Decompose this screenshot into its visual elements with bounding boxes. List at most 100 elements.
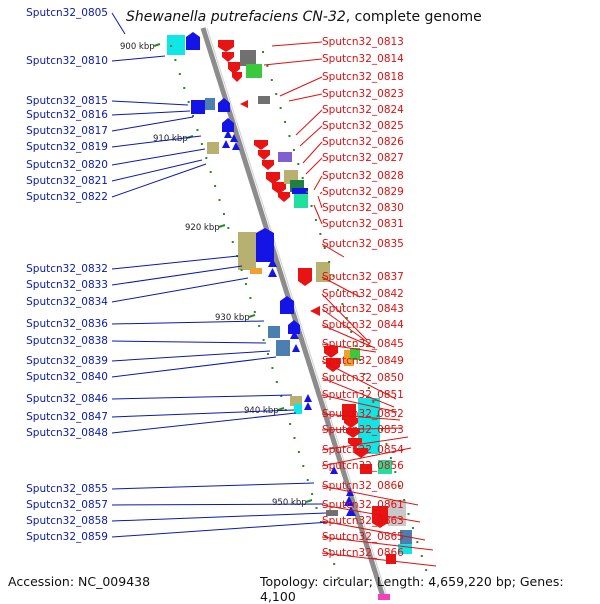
ring-dot-inner — [319, 233, 322, 235]
right-gene-leader-line — [295, 109, 323, 136]
right-gene-label[interactable]: Sputcn32_0830 — [322, 202, 404, 214]
right-gene-leader-line — [271, 41, 323, 47]
kbp-tick-label: 950 kbp — [272, 498, 307, 508]
gene-arrow — [186, 32, 200, 50]
homology-block — [294, 404, 302, 414]
left-gene-label[interactable]: Sputcn32_0846 — [26, 393, 108, 405]
right-gene-label[interactable]: Sputcn32_0843 — [322, 303, 404, 315]
right-gene-label[interactable]: Sputcn32_0854 — [322, 444, 404, 456]
right-gene-label[interactable]: Sputcn32_0852 — [322, 408, 404, 420]
right-gene-label[interactable]: Sputcn32_0860 — [322, 480, 404, 492]
right-gene-label[interactable]: Sputcn32_0866 — [322, 547, 404, 559]
right-gene-label[interactable]: Sputcn32_0826 — [322, 136, 404, 148]
ring-dot-inner — [420, 555, 423, 557]
left-gene-leader-line — [111, 521, 331, 538]
homology-block — [360, 464, 372, 474]
right-gene-leader-line — [321, 520, 426, 541]
right-gene-leader-line — [321, 504, 421, 523]
gene-arrow-small — [222, 140, 230, 148]
right-gene-label[interactable]: Sputcn32_0842 — [322, 288, 404, 300]
gene-arrow-small — [240, 100, 248, 108]
left-gene-label[interactable]: Sputcn32_0810 — [26, 55, 108, 67]
right-gene-label[interactable]: Sputcn32_0828 — [322, 170, 404, 182]
left-gene-label[interactable]: Sputcn32_0816 — [26, 109, 108, 121]
left-gene-label[interactable]: Sputcn32_0859 — [26, 531, 108, 543]
right-gene-label[interactable]: Sputcn32_0850 — [322, 372, 404, 384]
ring-dot-outer — [187, 101, 190, 103]
left-gene-label[interactable]: Sputcn32_0833 — [26, 279, 108, 291]
left-gene-label[interactable]: Sputcn32_0847 — [26, 411, 108, 423]
ring-dot-inner — [310, 205, 313, 207]
ring-dot-inner — [394, 471, 397, 473]
right-gene-label[interactable]: Sputcn32_0865 — [322, 531, 404, 543]
right-gene-label[interactable]: Sputcn32_0835 — [322, 238, 404, 250]
right-gene-leader-line — [313, 175, 323, 191]
homology-block — [258, 96, 270, 104]
homology-block — [276, 340, 290, 356]
ring-dot-inner — [314, 219, 317, 221]
ring-dot-inner — [323, 247, 326, 249]
left-gene-label[interactable]: Sputcn32_0805 — [26, 7, 108, 19]
left-gene-label[interactable]: Sputcn32_0839 — [26, 355, 108, 367]
right-gene-leader-line — [321, 324, 376, 349]
ring-dot-outer — [297, 451, 300, 453]
homology-block — [207, 142, 219, 154]
ring-dot-outer — [324, 535, 327, 537]
ring-dot-inner — [372, 401, 375, 403]
accession-text: Accession: NC_009438 — [8, 574, 151, 589]
left-gene-label[interactable]: Sputcn32_0817 — [26, 125, 108, 137]
right-gene-label[interactable]: Sputcn32_0844 — [322, 319, 404, 331]
left-gene-label[interactable]: Sputcn32_0820 — [26, 159, 108, 171]
left-gene-label[interactable]: Sputcn32_0855 — [26, 483, 108, 495]
homology-block — [294, 192, 308, 208]
right-gene-label[interactable]: Sputcn32_0853 — [322, 424, 404, 436]
right-gene-label[interactable]: Sputcn32_0851 — [322, 389, 404, 401]
ring-dot-outer — [174, 59, 177, 61]
right-gene-label[interactable]: Sputcn32_0825 — [322, 120, 404, 132]
ring-dot-inner — [341, 303, 344, 305]
right-gene-label[interactable]: Sputcn32_0827 — [322, 152, 404, 164]
right-gene-leader-line — [321, 447, 412, 467]
gene-arrow — [256, 228, 274, 262]
right-gene-label[interactable]: Sputcn32_0849 — [322, 355, 404, 367]
organism-name: Shewanella putrefaciens CN-32 — [126, 9, 346, 25]
right-gene-leader-line — [321, 413, 401, 421]
right-gene-label[interactable]: Sputcn32_0863 — [322, 515, 404, 527]
right-gene-label[interactable]: Sputcn32_0829 — [322, 186, 404, 198]
left-gene-label[interactable]: Sputcn32_0836 — [26, 318, 108, 330]
ring-dot-inner — [345, 317, 348, 319]
homology-block — [350, 348, 360, 360]
right-gene-label[interactable]: Sputcn32_0814 — [322, 53, 404, 65]
right-gene-label[interactable]: Sputcn32_0856 — [322, 460, 404, 472]
left-gene-label[interactable]: Sputcn32_0815 — [26, 95, 108, 107]
left-gene-label[interactable]: Sputcn32_0838 — [26, 335, 108, 347]
right-gene-label[interactable]: Sputcn32_0823 — [322, 88, 404, 100]
genome-title: Shewanella putrefaciens CN-32, complete … — [126, 9, 482, 25]
left-gene-label[interactable]: Sputcn32_0832 — [26, 263, 108, 275]
left-gene-label[interactable]: Sputcn32_0819 — [26, 141, 108, 153]
left-gene-label[interactable]: Sputcn32_0840 — [26, 371, 108, 383]
left-gene-label[interactable]: Sputcn32_0822 — [26, 191, 108, 203]
gene-arrow — [218, 98, 230, 112]
right-gene-label[interactable]: Sputcn32_0818 — [322, 71, 404, 83]
right-gene-label[interactable]: Sputcn32_0831 — [322, 218, 404, 230]
ring-dot-outer — [231, 241, 234, 243]
right-gene-label[interactable]: Sputcn32_0824 — [322, 104, 404, 116]
ring-dot-inner — [332, 275, 335, 277]
right-gene-label[interactable]: Sputcn32_0861 — [322, 499, 404, 511]
right-gene-leader-line — [321, 552, 437, 567]
ring-dot-outer — [319, 521, 322, 523]
left-gene-label[interactable]: Sputcn32_0858 — [26, 515, 108, 527]
right-gene-label[interactable]: Sputcn32_0845 — [322, 338, 404, 350]
left-gene-label[interactable]: Sputcn32_0821 — [26, 175, 108, 187]
left-gene-leader-line — [111, 163, 207, 198]
right-gene-label[interactable]: Sputcn32_0837 — [322, 271, 404, 283]
left-gene-label[interactable]: Sputcn32_0834 — [26, 296, 108, 308]
left-gene-label[interactable]: Sputcn32_0857 — [26, 499, 108, 511]
ring-dot-outer — [222, 213, 225, 215]
right-gene-label[interactable]: Sputcn32_0813 — [322, 36, 404, 48]
gene-arrow — [222, 118, 234, 132]
ring-dot-outer — [275, 381, 278, 383]
left-gene-label[interactable]: Sputcn32_0848 — [26, 427, 108, 439]
left-gene-leader-line — [111, 512, 327, 522]
